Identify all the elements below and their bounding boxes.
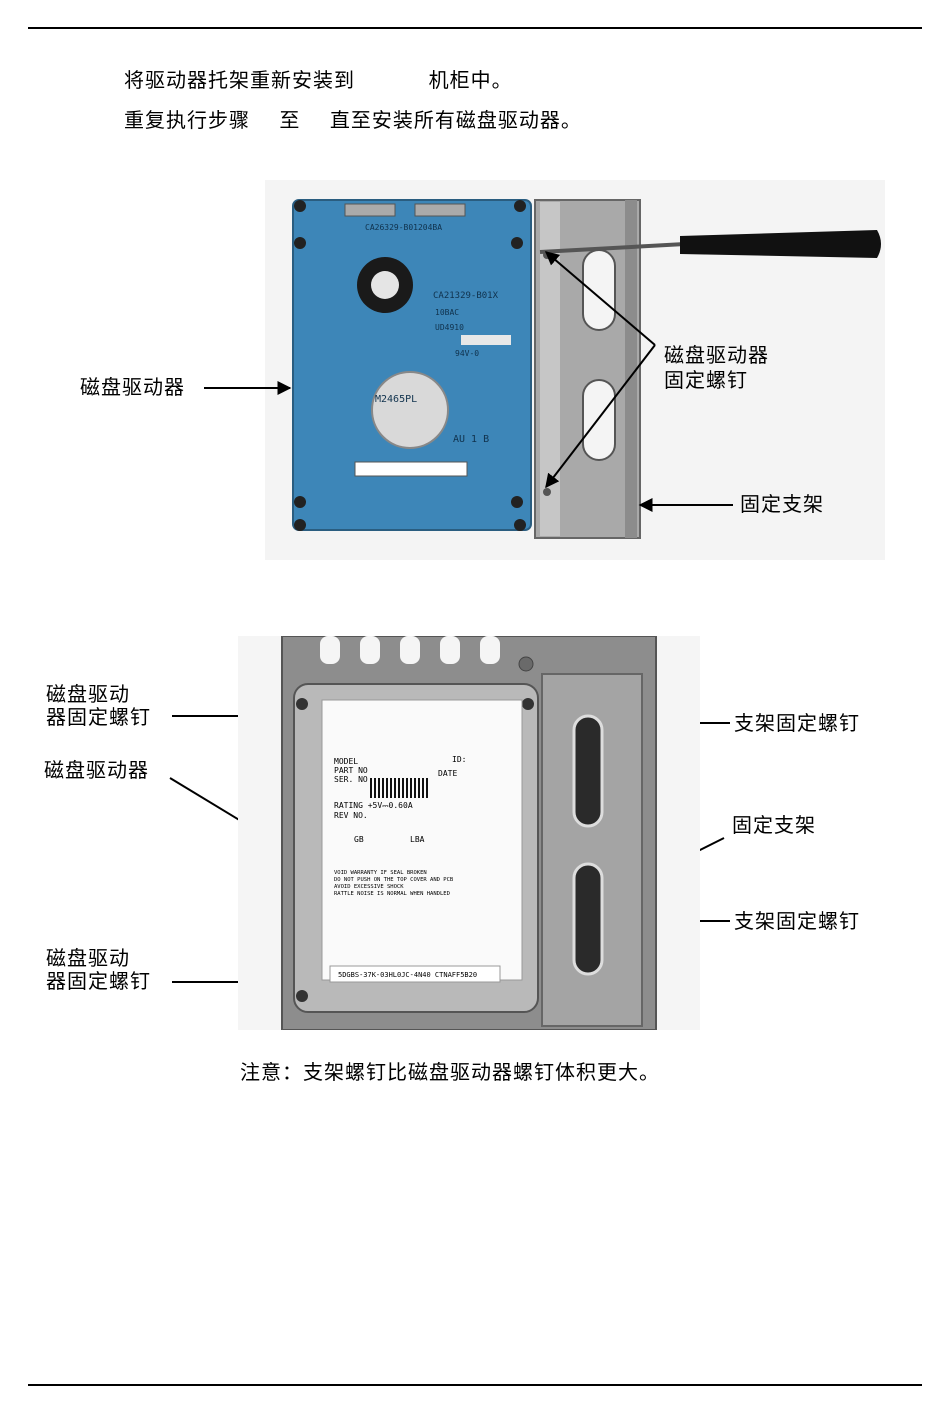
figure-drive-bracket-screwdriver: CA26329-B01204BA CA21329-B01X 10BAC UD49… (265, 180, 885, 560)
drive-label-text: MODEL (334, 757, 358, 766)
drive-label-text: ID: (452, 755, 466, 764)
drive-label-text: LBA (410, 835, 425, 844)
pcb-text: AU 1 B (453, 434, 489, 445)
note-screw-size: 注意：支架螺钉比磁盘驱动器螺钉体积更大。 (240, 1060, 660, 1084)
label-disk-drive: 磁盘驱动器 (80, 375, 185, 399)
pcb-text: 94V-0 (455, 349, 479, 358)
drive-label-text: DO NOT PUSH ON THE TOP COVER AND PCB (334, 877, 454, 883)
figure1-illustration: CA26329-B01204BA CA21329-B01X 10BAC UD49… (265, 180, 885, 560)
pcb-text: CA21329-B01X (433, 291, 499, 301)
drive-serial-text: 5DGBS-37K-03HL0JC-4N40 CTNAFF5B20 (338, 971, 477, 979)
drive-pcb-illustration: CA26329-B01204BA CA21329-B01X 10BAC UD49… (292, 199, 532, 531)
figure2-illustration: MODEL PART NO SER. NO DATE ID: RATING +5… (238, 635, 700, 1031)
pcb-text: 10BAC (435, 308, 459, 317)
arrow-screw-bottom (545, 344, 656, 489)
arrow-screw-top (544, 251, 656, 346)
step-reinstall-tray: 将驱动器托架重新安装到 机柜中。 (124, 68, 513, 92)
label-drive-screw-line2: 固定螺钉 (664, 368, 748, 392)
label-drive-screw-top-line2: 器固定螺钉 (46, 705, 151, 729)
step-repeat: 重复执行步骤 至 直至安装所有磁盘驱动器。 (124, 108, 582, 132)
drive-label-text: AVOID EXCESSIVE SHOCK (334, 884, 404, 890)
label-disk-drive-2: 磁盘驱动器 (44, 758, 149, 782)
drive-label-text: VOID WARRANTY IF SEAL BROKEN (334, 870, 427, 876)
figure-drive-in-bracket: MODEL PART NO SER. NO DATE ID: RATING +5… (238, 635, 700, 1031)
label-bracket-screw-bottom: 支架固定螺钉 (734, 909, 860, 933)
bottom-rule (28, 1384, 922, 1386)
pcb-text: CA26329-B01204BA (365, 223, 442, 232)
drive-label-text: DATE (438, 769, 457, 778)
screwdriver-illustration (539, 230, 881, 258)
drive-label-text: SER. NO (334, 775, 368, 784)
drive-label-text: RATING +5V⎓0.60A (334, 801, 413, 810)
barcode (368, 778, 428, 798)
top-rule (28, 27, 922, 29)
label-bracket-screw-top: 支架固定螺钉 (734, 711, 860, 735)
label-drive-screw-bottom-line2: 器固定螺钉 (46, 969, 151, 993)
label-drive-screw-line1: 磁盘驱动器 (664, 343, 769, 367)
drive-label-text: REV NO. (334, 811, 368, 820)
drive-label-text: GB (354, 835, 364, 844)
pcb-text: UD4910 (435, 323, 464, 332)
drive-label-text: RATTLE NOISE IS NORMAL WHEN HANDLED (334, 891, 450, 897)
label-drive-screw-bottom-line1: 磁盘驱动 (46, 946, 130, 970)
label-drive-screw-top-line1: 磁盘驱动 (46, 682, 130, 706)
bracket-illustration (534, 199, 641, 539)
label-bracket-2: 固定支架 (732, 813, 816, 837)
drive-label-text: PART NO (334, 766, 368, 775)
pcb-text: M2465PL (375, 394, 417, 405)
label-bracket: 固定支架 (740, 492, 824, 516)
